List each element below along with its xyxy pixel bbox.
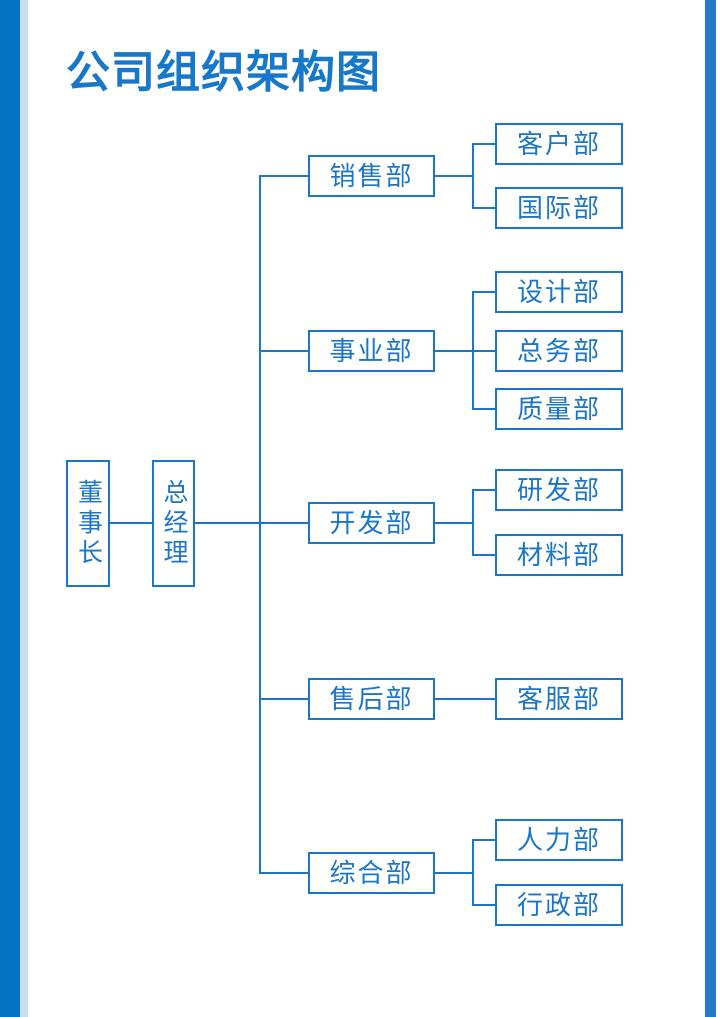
connector-line	[110, 522, 152, 524]
left-accent-strip	[20, 0, 28, 1017]
left-accent-bar	[0, 0, 20, 1017]
connector-line	[472, 350, 495, 352]
connector-line	[472, 489, 495, 491]
dept-box-aftersales: 售后部	[308, 678, 435, 720]
connector-line	[435, 175, 474, 177]
child-box-quality: 质量部	[495, 388, 623, 430]
general-manager-box: 总经理	[152, 460, 195, 587]
connector-line	[472, 554, 495, 556]
dept-box-general: 综合部	[308, 852, 435, 894]
connector-line	[259, 350, 308, 352]
connector-line	[435, 872, 474, 874]
dept-box-development: 开发部	[308, 502, 435, 544]
dept-box-business: 事业部	[308, 330, 435, 372]
child-box-design: 设计部	[495, 271, 623, 313]
chairman-box: 董事长	[66, 460, 110, 587]
connector-line	[259, 175, 308, 177]
connector-line	[472, 408, 495, 410]
connector-line	[435, 522, 474, 524]
child-box-international: 国际部	[495, 187, 623, 229]
branch-line	[472, 489, 474, 556]
right-accent-bar	[705, 0, 716, 1017]
child-box-materials: 材料部	[495, 534, 623, 576]
child-box-customer: 客户部	[495, 123, 623, 165]
connector-line	[472, 143, 495, 145]
connector-line	[259, 522, 308, 524]
page-title: 公司组织架构图	[66, 48, 381, 97]
connector-line	[259, 872, 308, 874]
connector-line	[472, 207, 495, 209]
branch-line	[472, 143, 474, 209]
connector-line	[259, 698, 308, 700]
connector-line	[435, 698, 495, 700]
connector-line	[472, 839, 495, 841]
trunk-line	[259, 175, 261, 874]
child-box-service: 客服部	[495, 678, 623, 720]
child-box-generalaffairs: 总务部	[495, 330, 623, 372]
connector-line	[195, 522, 261, 524]
connector-line	[472, 904, 495, 906]
child-box-rnd: 研发部	[495, 469, 623, 511]
connector-line	[435, 350, 474, 352]
branch-line	[472, 839, 474, 906]
child-box-admin: 行政部	[495, 884, 623, 926]
child-box-hr: 人力部	[495, 819, 623, 861]
dept-box-sales: 销售部	[308, 155, 435, 197]
connector-line	[472, 291, 495, 293]
